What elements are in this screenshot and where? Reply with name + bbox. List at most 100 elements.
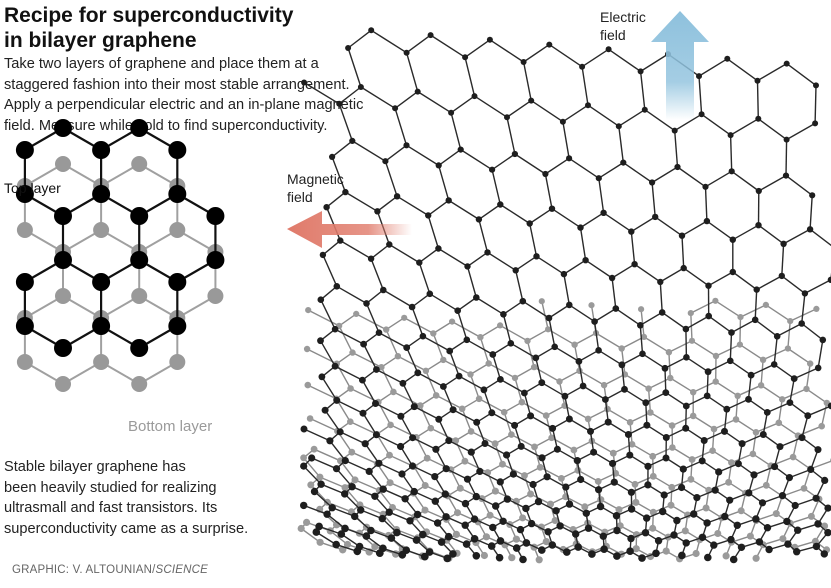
perspective-top-layer (300, 27, 831, 564)
atom (643, 421, 651, 429)
atom (538, 298, 545, 305)
atom (641, 106, 648, 113)
atom (499, 460, 506, 468)
atom (472, 492, 480, 501)
atom (545, 326, 552, 333)
bond (310, 484, 328, 503)
atom (310, 487, 319, 496)
bond (483, 389, 493, 414)
atom (500, 408, 508, 416)
atom (577, 475, 585, 484)
atom (644, 481, 652, 489)
bottom-layer-label: Bottom layer (128, 418, 213, 435)
atom (661, 364, 669, 372)
atom (432, 445, 440, 453)
atom (682, 402, 690, 410)
bond (685, 427, 705, 442)
bond (411, 306, 424, 337)
atom (496, 478, 504, 486)
bond (580, 212, 604, 229)
bond (351, 451, 378, 465)
atom (348, 448, 356, 456)
atom (667, 501, 675, 509)
atom (508, 554, 516, 562)
atom (359, 376, 366, 384)
bond (510, 342, 537, 359)
atom (637, 322, 644, 329)
atom (427, 424, 435, 432)
atom (378, 364, 385, 371)
summary-line-3: ultrasmall and fast transistors. Its (4, 500, 218, 516)
atom (786, 399, 794, 406)
atom (745, 395, 752, 403)
atom (765, 545, 773, 554)
bond (452, 409, 478, 423)
bottom-atom (16, 222, 33, 238)
atom (386, 479, 394, 487)
bond (314, 490, 333, 509)
bond (376, 434, 401, 448)
atom (600, 381, 608, 389)
bond (646, 424, 667, 439)
bond (681, 220, 708, 237)
diagram-title: Recipe for superconductivity in bilayer … (4, 3, 293, 53)
atom (427, 32, 434, 39)
bond (692, 380, 716, 393)
bond (787, 347, 811, 365)
bond (767, 401, 791, 414)
atom (516, 525, 525, 534)
bond (547, 328, 575, 346)
bond (513, 473, 534, 486)
bond (781, 388, 807, 400)
atom (609, 459, 617, 468)
bond (338, 325, 354, 353)
bond (370, 243, 390, 260)
bond (503, 401, 523, 413)
bond (643, 336, 670, 353)
top-atom (130, 251, 149, 269)
atom (647, 409, 654, 416)
atom (445, 437, 453, 445)
bond (672, 446, 693, 461)
bond (683, 267, 709, 287)
atom (585, 102, 591, 109)
bond (469, 374, 480, 400)
atom (639, 350, 646, 358)
bond (810, 460, 831, 470)
bond (706, 371, 709, 396)
atom (649, 524, 657, 532)
atom (710, 425, 718, 433)
bond (674, 130, 679, 168)
atom (387, 534, 396, 542)
bond (595, 332, 623, 350)
bond (438, 419, 450, 441)
bond (579, 227, 587, 261)
bond (535, 346, 556, 359)
atom (627, 488, 636, 496)
atom (512, 267, 519, 274)
atom (426, 290, 434, 298)
atom (715, 468, 723, 476)
atom (771, 463, 779, 471)
atom (437, 538, 446, 546)
atom (341, 524, 349, 533)
atom (806, 226, 814, 233)
bond (529, 208, 553, 225)
atom (615, 506, 623, 514)
bond (413, 466, 426, 486)
atom (386, 241, 393, 248)
bond (779, 436, 803, 448)
bond (598, 162, 624, 179)
atom (770, 361, 778, 368)
atom (422, 367, 430, 374)
atom (489, 166, 496, 173)
atom (779, 396, 786, 403)
bond (326, 191, 346, 208)
bond (631, 443, 654, 457)
atom (378, 514, 386, 523)
top-atom (15, 273, 34, 291)
atom (662, 434, 670, 441)
bond (315, 531, 337, 546)
bond (607, 408, 631, 423)
bond (467, 251, 488, 267)
